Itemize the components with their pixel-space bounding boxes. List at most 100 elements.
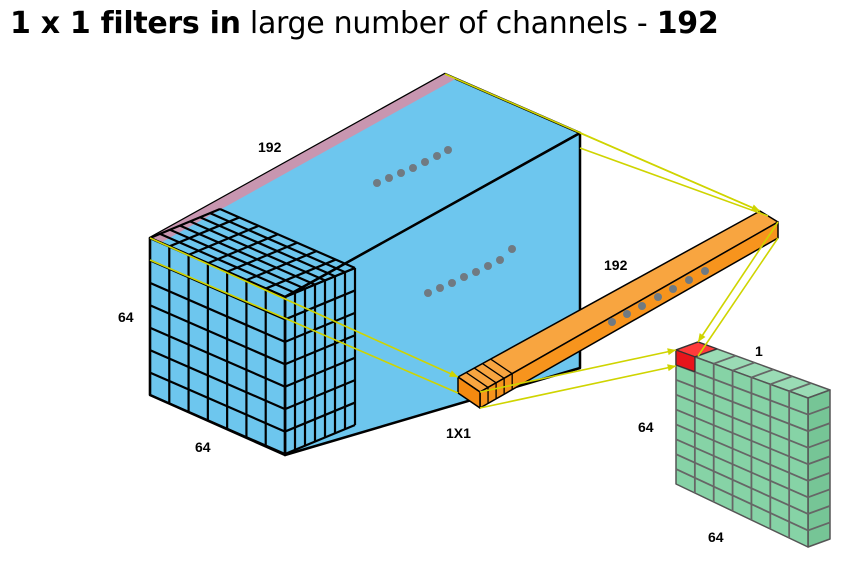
input-width-label: 64 [195,439,211,455]
ellipsis-dot [444,146,452,154]
grid-line [265,258,337,290]
grid-line [169,228,306,290]
ellipsis-dot [424,289,432,297]
grid-line [284,289,356,321]
output-grid-line [675,408,809,466]
projection-lines [149,73,779,409]
output-grid-line [769,375,793,386]
grid-line [168,216,240,248]
grid-line [159,232,296,294]
ellipsis-dot [448,279,456,287]
ellipsis-dot [433,152,441,160]
projection-line [149,237,459,378]
projection-line [697,221,779,343]
grid-line [284,356,356,388]
ellipsis-dot [608,318,616,326]
ellipsis-dot [472,268,480,276]
ellipsis-dot [685,276,693,284]
grid-line [149,304,286,366]
ellipsis-dot [638,302,646,310]
output-grid-line [807,521,831,532]
output-grid-line [675,453,809,515]
grid-line [219,207,356,270]
input-height-label: 64 [118,309,134,325]
filter-bar [457,210,779,409]
grid-line [188,224,259,256]
output-grid-line [807,438,831,449]
grid-line [199,216,336,278]
grid-line [189,220,326,282]
projection-line [479,365,677,409]
grid-line [149,207,221,240]
ellipsis-dot [460,273,468,281]
arrow-head [667,348,676,356]
filter-cell-line [490,358,513,375]
grid-line [179,224,316,286]
input-cube-grid [148,207,357,456]
filter-depth-label: 192 [604,257,628,273]
filter-size-label: 1X1 [446,425,471,441]
projection-line [479,349,677,393]
title-bold-part: 1 x 1 filters in [10,6,241,41]
ellipsis-dot [409,164,417,172]
grid-line [284,266,356,299]
grid-line [284,334,356,366]
ellipsis-dot [373,179,381,187]
ellipsis-dot [701,267,709,275]
output-slab [675,341,831,548]
ellipsis-dot [623,310,631,318]
input-depth-label: 192 [258,139,282,155]
output-grid-line [807,455,831,466]
output-highlight-cell [675,349,696,373]
output-grid-line [807,471,831,482]
grid-line [149,393,286,456]
arrow-head [751,204,760,211]
output-grid-line [788,382,812,392]
arrow-head [667,364,676,372]
grid-line [284,379,356,411]
ellipsis-dot [484,262,492,270]
output-height-label: 64 [638,419,654,435]
input-top-stripe [150,74,456,243]
ellipsis-dot [654,293,662,301]
title-channel-count: 192 [656,6,719,41]
projection-line [149,259,459,394]
projection-line [697,237,779,357]
output-grid-line [713,354,737,365]
output-grid-line [675,378,809,432]
ellipsis-dot [421,158,429,166]
output-grid-line [807,422,831,432]
grid-line [149,281,286,343]
grid-line [207,233,279,265]
grid-line [149,349,286,411]
output-grid-line [675,438,809,499]
ellipsis-dot [508,245,516,253]
grid-line [209,212,346,274]
output-grid-line [807,405,831,416]
ellipsis-dot [385,174,393,182]
filter-cell-line [473,367,497,384]
page-title: 1 x 1 filters in large number of channel… [10,6,719,41]
grid-line [226,241,298,273]
output-grid-line [675,364,809,416]
ellipsis-dot [397,169,405,177]
output-grid-line [807,505,831,515]
grid-line [284,311,356,343]
output-grid-line [732,361,755,372]
ellipsis-dot [669,285,677,293]
grid-line [246,250,317,282]
ellipsis-dot [496,256,504,264]
output-depth-label: 1 [755,343,763,359]
filter-cell-line [482,363,505,379]
ellipsis-dot [436,284,444,292]
grid-line [149,371,286,433]
output-grid-line [751,368,774,379]
projection-line [579,147,769,217]
input-volume [148,72,582,457]
arrow-head [449,370,458,377]
title-regular-part: large number of channels - [240,6,657,41]
grid-line [284,401,356,433]
grid-line [284,423,356,456]
arrow-head [698,333,706,342]
